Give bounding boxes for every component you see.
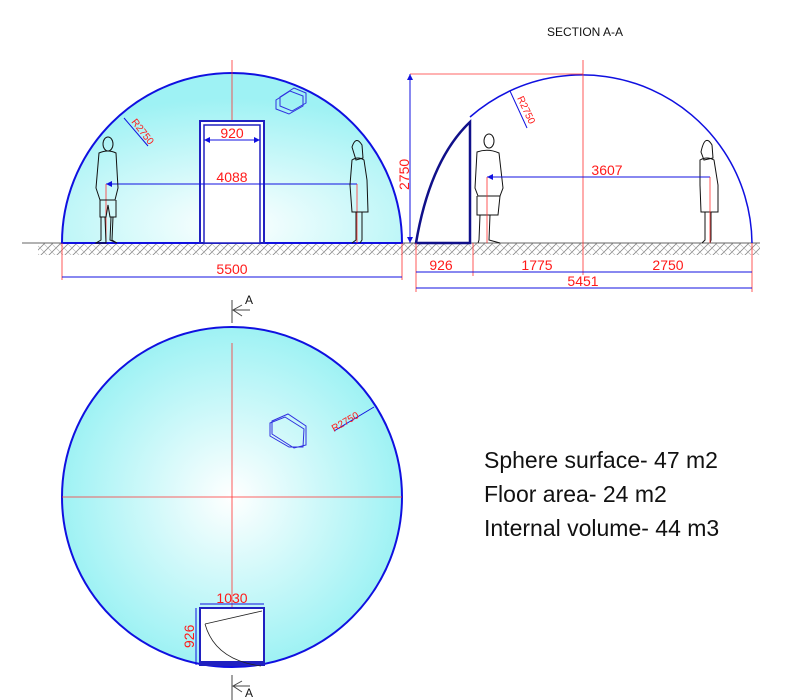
spec-internal-volume: Internal volume- 44 m3 (484, 515, 720, 541)
section-title: SECTION A-A (547, 25, 623, 39)
woman-figure (349, 140, 369, 244)
front-elevation: 920 R2750 4088 5500 (22, 60, 410, 280)
svg-text:A: A (245, 293, 253, 307)
segment-2-label: 1775 (521, 257, 552, 273)
door-width-label: 920 (220, 125, 244, 141)
section-dome-outline (469, 74, 753, 244)
segment-1-label: 926 (429, 257, 453, 273)
door-plan-depth-label: 926 (181, 624, 197, 648)
ground-hatch (38, 243, 410, 255)
skylight-plan-icon (269, 413, 307, 449)
entrance-tunnel (414, 119, 472, 245)
door-plan (195, 603, 265, 667)
ground-hatch-section (405, 243, 760, 255)
person-distance-section: 3607 (591, 162, 622, 178)
height-label: 2750 (396, 159, 412, 190)
spec-sphere-surface: Sphere surface- 47 m2 (484, 447, 718, 473)
total-width-label: 5451 (567, 273, 598, 289)
radius-label-section: R2750 (514, 95, 537, 127)
section-view: 2750 R2750 3607 926 1775 2750 (396, 60, 760, 292)
spec-floor-area: Floor area- 24 m2 (484, 481, 667, 507)
person-distance-front: 4088 (216, 169, 247, 185)
man-figure (94, 136, 119, 244)
specs-panel: Sphere surface- 47 m2 Floor area- 24 m2 … (484, 443, 719, 545)
section-marker-bottom: A (231, 675, 253, 700)
svg-text:A: A (245, 686, 253, 700)
section-marker-top: A (231, 293, 253, 323)
base-width-label: 5500 (216, 261, 247, 277)
man-figure-section (474, 133, 504, 244)
plan-view: A R2750 1030 926 A (61, 293, 403, 700)
door-plan-width-label: 1030 (216, 590, 247, 606)
woman-figure-section (699, 139, 719, 244)
segment-3-label: 2750 (652, 257, 683, 273)
skylight-icon (275, 87, 307, 115)
